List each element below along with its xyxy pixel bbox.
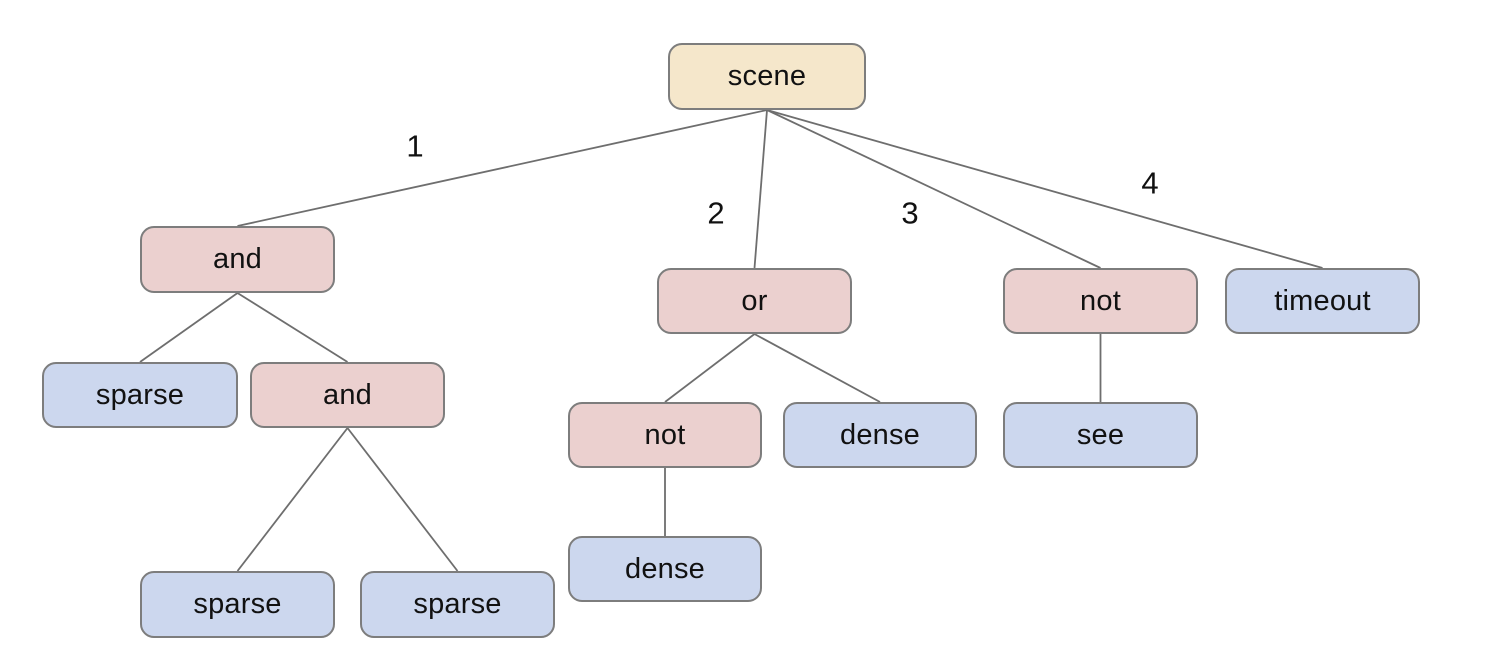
node-sparse1: sparse: [42, 362, 238, 428]
edge-and1-and2: [237, 292, 348, 363]
node-not1: not: [568, 402, 762, 468]
node-dense1: dense: [783, 402, 977, 468]
edge-or1-not1: [664, 333, 756, 403]
node-or1: or: [657, 268, 852, 334]
edge-scene-not2: [766, 109, 1101, 269]
node-dense2: dense: [568, 536, 762, 602]
node-sparse3: sparse: [360, 571, 555, 638]
edge-label-2: 2: [707, 195, 725, 231]
edge-and2-sparse3: [346, 427, 459, 572]
edge-and1-sparse1: [139, 292, 239, 363]
edge-label-4: 4: [1141, 165, 1159, 201]
node-not2: not: [1003, 268, 1198, 334]
node-timeout: timeout: [1225, 268, 1420, 334]
edge-scene-or1: [753, 109, 768, 269]
node-and2: and: [250, 362, 445, 428]
node-see: see: [1003, 402, 1198, 468]
edge-label-3: 3: [901, 195, 919, 231]
edge-scene-and1: [237, 109, 768, 227]
edge-label-1: 1: [406, 128, 424, 164]
edge-scene-timeout: [766, 109, 1323, 269]
node-and1: and: [140, 226, 335, 293]
node-sparse2: sparse: [140, 571, 335, 638]
node-scene: scene: [668, 43, 866, 110]
edge-or1-dense1: [754, 333, 881, 403]
edge-and2-sparse2: [236, 427, 349, 572]
